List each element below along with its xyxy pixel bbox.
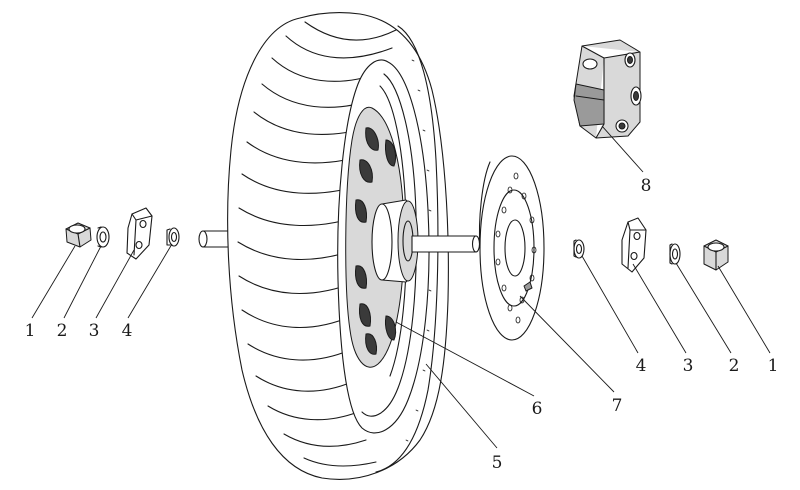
callout-hub: 6 (532, 399, 543, 419)
left-washer-icon (96, 226, 110, 248)
callout-left-plate: 3 (89, 321, 100, 341)
callout-right-washer: 2 (729, 356, 740, 376)
left-plate-icon (126, 207, 153, 260)
axle-right-icon (411, 235, 481, 253)
callout-left-washer: 2 (57, 321, 68, 341)
callout-left-nut: 1 (25, 321, 36, 341)
callout-right-spring-washer: 4 (636, 356, 647, 376)
right-nut-icon (703, 239, 729, 271)
brake-caliper-icon (573, 39, 642, 139)
left-nut-icon (65, 222, 92, 248)
hub-motor-icon (345, 106, 419, 368)
right-washer-icon (669, 243, 681, 265)
callout-right-nut: 1 (768, 356, 779, 376)
right-spring-washer-icon (573, 239, 585, 259)
callout-right-plate: 3 (683, 356, 694, 376)
right-plate-icon (621, 217, 647, 273)
callout-brake-disc: 7 (612, 396, 623, 416)
callout-tire: 5 (492, 453, 503, 473)
left-spring-washer-icon (166, 227, 180, 247)
leader-lines (31, 125, 771, 449)
callout-caliper: 8 (641, 176, 652, 196)
brake-disc-icon (478, 155, 545, 341)
callout-left-spring-washer: 4 (122, 321, 133, 341)
